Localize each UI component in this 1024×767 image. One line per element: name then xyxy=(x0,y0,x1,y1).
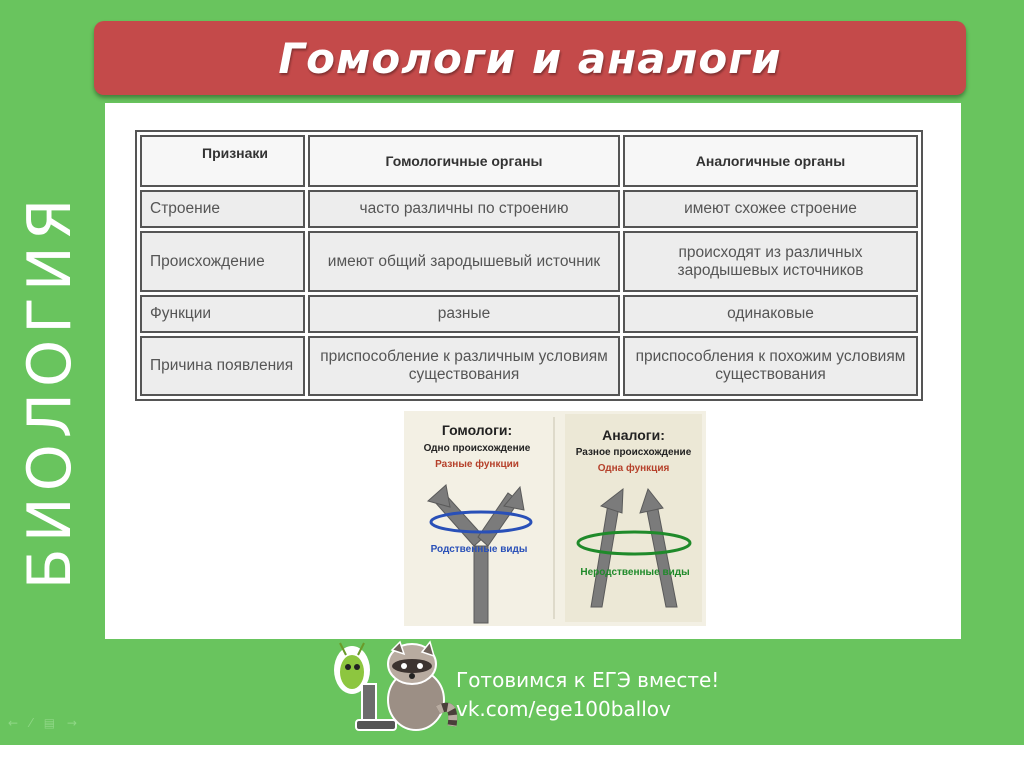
slide: БИОЛОГИЯ Гомологи и аналоги Признаки Гом… xyxy=(0,0,1024,745)
homolog-arrows xyxy=(426,484,525,624)
header-cell: Гомологичные органы xyxy=(308,135,620,187)
analogs-title: Аналоги: xyxy=(602,427,665,443)
table-cell: происходят из различных зародышевых исто… xyxy=(623,231,918,292)
comparison-table: Признаки Гомологичные органы Аналогичные… xyxy=(135,130,923,401)
back-arrow-icon[interactable]: ← xyxy=(8,716,19,730)
homologs-species: Родственные виды xyxy=(430,544,528,555)
blue-ring xyxy=(429,510,533,534)
raccoon-mascot-icon xyxy=(334,640,458,731)
table-cell: часто различны по строению xyxy=(308,190,620,228)
green-ring xyxy=(576,530,692,556)
table-row: Причина появления приспособление к разли… xyxy=(140,336,918,396)
analog-arrows xyxy=(590,487,678,608)
pen-icon[interactable]: ⁄ xyxy=(29,716,32,730)
forward-arrow-icon[interactable]: → xyxy=(66,716,77,730)
menu-icon[interactable]: ▤ xyxy=(43,716,56,730)
slide-nav: ← ⁄ ▤ → xyxy=(8,716,77,730)
table-cell: имеют общий зародышевый источник xyxy=(308,231,620,292)
header-cell: Аналогичные органы xyxy=(623,135,918,187)
table-cell: имеют схожее строение xyxy=(623,190,918,228)
analogs-functions: Одна функция xyxy=(597,463,670,474)
table-header-row: Признаки Гомологичные органы Аналогичные… xyxy=(140,135,918,187)
table-cell: Строение xyxy=(140,190,305,228)
table-cell: Причина появления xyxy=(140,336,305,396)
footer-slogan: Готовимся к ЕГЭ вместе! xyxy=(456,668,720,692)
homolog-analog-diagram: Гомологи: Одно происхождение Разные функ… xyxy=(404,411,706,626)
header-cell: Признаки xyxy=(140,135,305,187)
table-row: Строение часто различны по строению имею… xyxy=(140,190,918,228)
table-row: Происхождение имеют общий зародышевый ис… xyxy=(140,231,918,292)
footer-link[interactable]: vk.com/ege100ballov xyxy=(456,697,671,721)
table-cell: Происхождение xyxy=(140,231,305,292)
homologs-functions: Разные функции xyxy=(435,459,519,470)
diagram-arrows xyxy=(426,414,702,624)
homologs-title: Гомологи: xyxy=(441,422,513,438)
table-cell: приспособления к похожим условиям сущест… xyxy=(623,336,918,396)
table-cell: приспособление к различным условиям суще… xyxy=(308,336,620,396)
slide-title: Гомологи и аналоги xyxy=(278,33,782,83)
content-panel: Признаки Гомологичные органы Аналогичные… xyxy=(105,103,961,639)
analogs-panel-bg xyxy=(565,414,702,622)
side-label: БИОЛОГИЯ xyxy=(15,192,85,590)
table-cell: разные xyxy=(308,295,620,333)
title-bar: Гомологи и аналоги xyxy=(94,21,966,95)
table-row: Функции разные одинаковые xyxy=(140,295,918,333)
analogs-species: Неродственные виды xyxy=(580,567,690,578)
homologs-origin: Одно происхождение xyxy=(423,443,531,454)
table-cell: одинаковые xyxy=(623,295,918,333)
footer-text: Готовимся к ЕГЭ вместе! vk.com/ege100bal… xyxy=(456,666,719,724)
table-cell: Функции xyxy=(140,295,305,333)
analogs-origin: Разное происхождение xyxy=(575,447,692,458)
